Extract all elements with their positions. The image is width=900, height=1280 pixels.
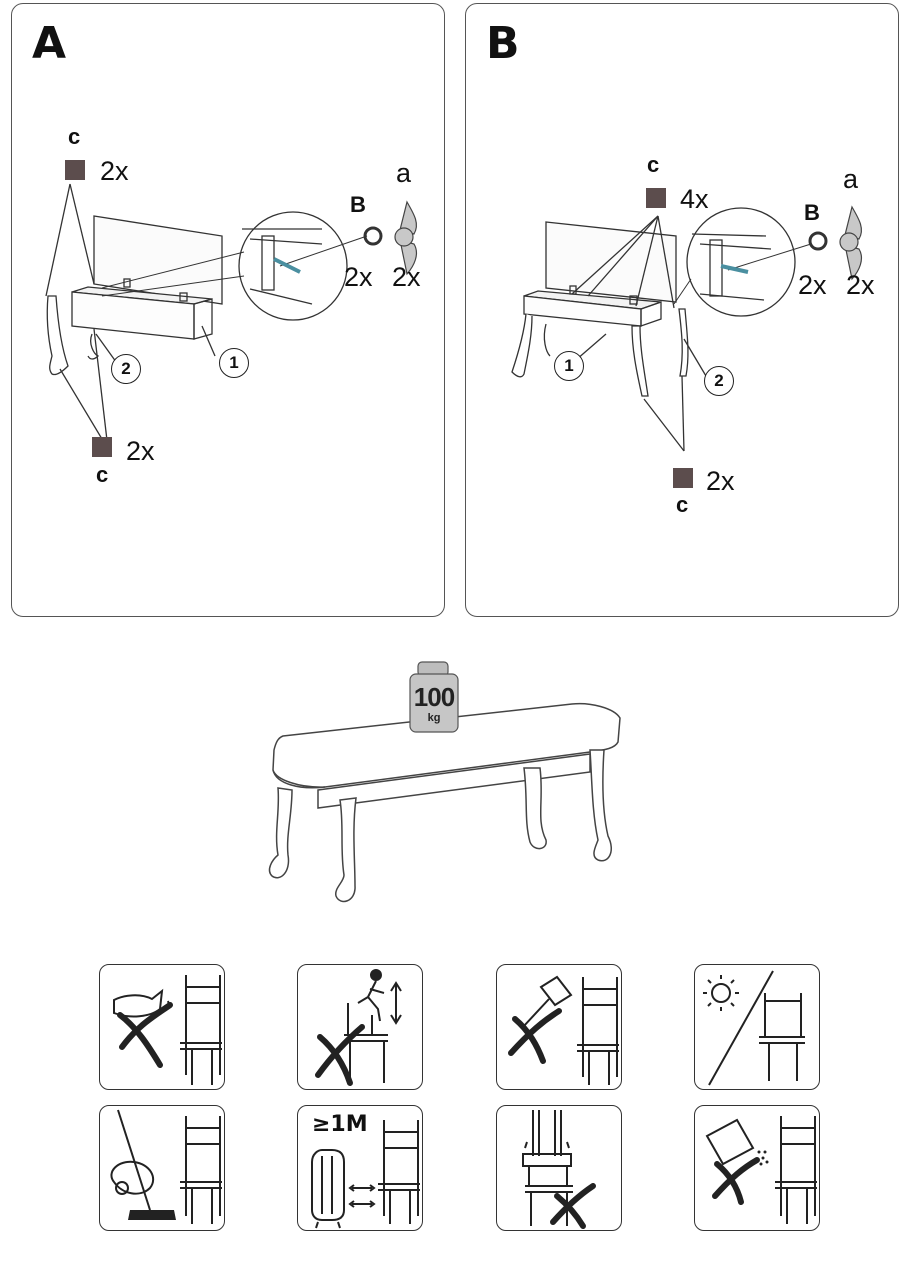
no-chemicals-icon xyxy=(99,964,225,1090)
assembly-panel-b: B xyxy=(465,3,899,617)
callout-1: 1 xyxy=(554,351,584,381)
wingnut-qty: 2x xyxy=(846,270,875,300)
distance-label: ≥1M xyxy=(312,1112,368,1137)
part-c-qty: 4x xyxy=(680,184,709,214)
bench-load-drawing xyxy=(268,661,621,903)
part-c-label: c xyxy=(68,124,81,149)
keep-away-from-heater-icon: ≥1M xyxy=(297,1105,423,1231)
felt-pad-swatch xyxy=(646,188,666,208)
part-c-qty: 2x xyxy=(126,436,155,466)
felt-pad-swatch xyxy=(673,468,693,488)
panel-letter: B xyxy=(486,18,520,69)
part-b-washer-label: B xyxy=(804,200,820,225)
callout-2: 2 xyxy=(704,366,734,396)
washer-qty: 2x xyxy=(798,270,827,300)
part-c-qty: 2x xyxy=(100,156,129,186)
part-c-label: c xyxy=(676,492,689,517)
part-c-label: c xyxy=(96,462,109,487)
panel-letter: A xyxy=(32,18,67,69)
felt-pad-swatch xyxy=(65,160,85,180)
part-c-qty: 2x xyxy=(706,466,735,496)
washer-qty: 2x xyxy=(344,262,373,292)
load-unit: kg xyxy=(427,712,441,724)
assembly-panel-a: A xyxy=(11,3,445,617)
bench-assembly-drawing xyxy=(511,205,863,452)
load-value: 100 xyxy=(413,682,455,712)
do-not-compress-icon xyxy=(496,1105,622,1231)
part-c-label: c xyxy=(647,152,660,177)
wingnut-qty: 2x xyxy=(392,262,421,292)
no-cleaning-powder-icon xyxy=(694,1105,820,1231)
callout-1: 1 xyxy=(219,348,249,378)
part-b-washer-label: B xyxy=(350,192,366,217)
no-hammer-icon xyxy=(496,964,622,1090)
callout-2: 2 xyxy=(111,354,141,384)
part-a-wingnut-label: a xyxy=(843,164,859,194)
part-a-wingnut-label: a xyxy=(396,158,412,188)
do-not-stand-on-chair-icon xyxy=(297,964,423,1090)
bench-assembly-drawing xyxy=(45,183,418,450)
vacuum-mop-ok-icon xyxy=(99,1105,225,1231)
avoid-direct-sunlight-icon xyxy=(694,964,820,1090)
felt-pad-swatch xyxy=(92,437,112,457)
